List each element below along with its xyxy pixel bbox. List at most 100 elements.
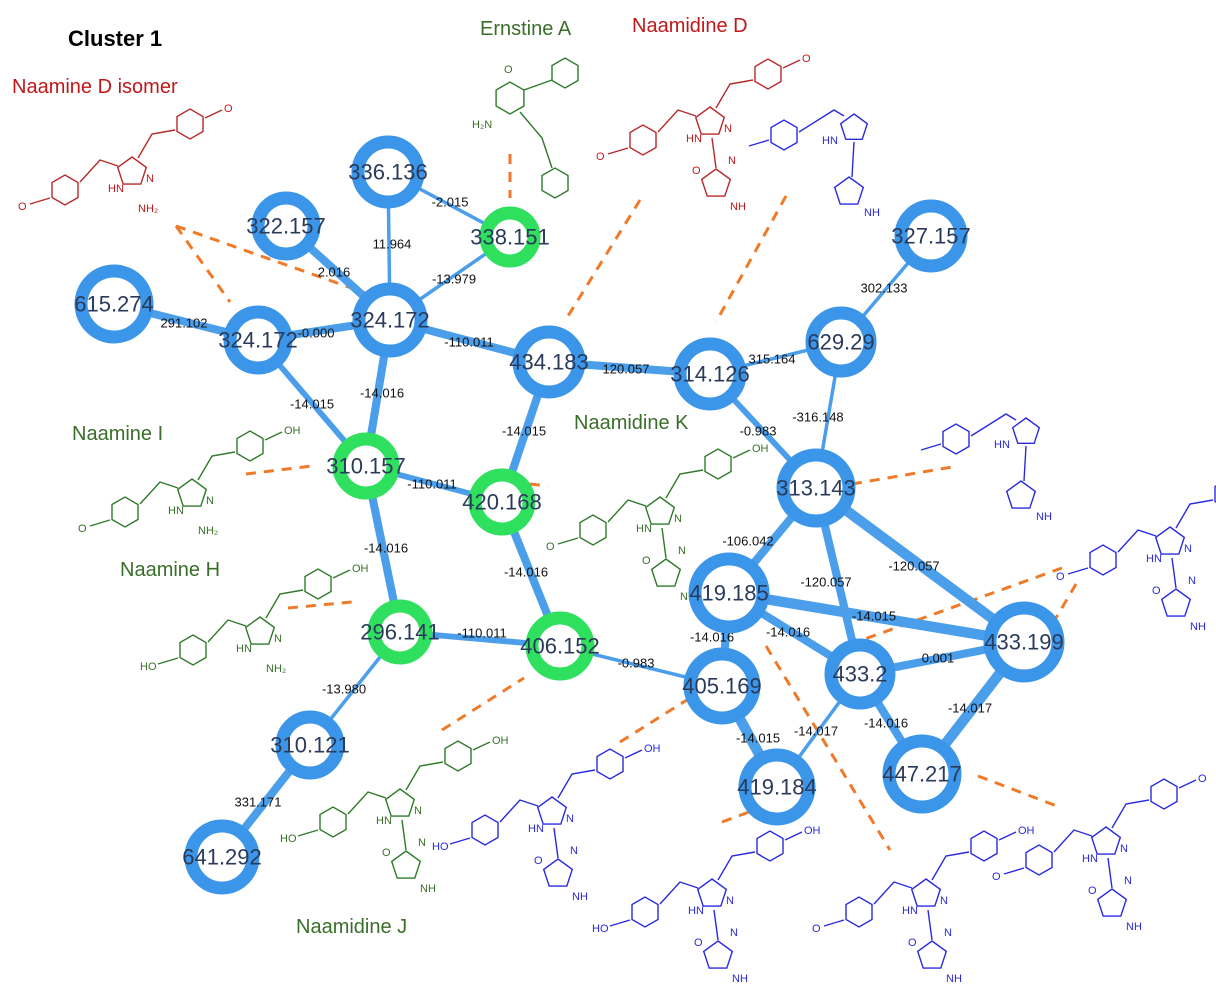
structure-blue-right-2-link [1171,557,1177,589]
structure-blue-bottom-4-left-o: O [992,871,1001,883]
structure-naamine-i-imidazole [176,478,208,507]
node-n324_172b[interactable] [352,282,428,358]
annotation-link-3 [566,199,642,317]
structure-naamidine-d-link [711,137,717,169]
edge-label-n296_141-n310_121: -13.980 [322,682,366,697]
structure-blue-top-ring [770,119,798,151]
node-n338_151[interactable] [479,206,541,268]
structure-naamine-i-ring-left [111,496,139,528]
node-n314_126[interactable] [673,337,747,411]
node-label-n433_199: 433.199 [984,630,1064,655]
node-n433_199[interactable] [983,601,1065,683]
structure-ernstine-a-amine: H₂N [472,119,492,131]
structure-blue-bottom-3-oxo: O [908,937,917,949]
edge-label-n310_121-n641_292: 331.171 [235,795,282,810]
node-n447_217[interactable] [882,734,962,814]
node-n313_143[interactable] [776,448,856,528]
node-n419_184[interactable] [738,748,816,826]
structure-naamidine-d-hn: HN [686,133,702,145]
edge-label-n310_157-n420_168: -110.011 [407,477,456,492]
structure-naamidine-k-bonds [557,449,751,545]
edge-label-n405_169-n419_184: -14.015 [736,731,780,746]
node-n296_141[interactable] [367,599,433,665]
structure-naamine-h-ring-left [179,634,207,666]
edge-label-n406_152-n405_169: -0.983 [618,656,655,671]
structure-ernstine-a-oxo: O [504,64,513,76]
node-label-n405_169: 405.169 [682,674,762,699]
node-label-n629_29: 629.29 [807,330,874,355]
node-label-n641_292: 641.292 [182,845,262,870]
node-n310_121[interactable] [275,710,345,780]
node-n327_157[interactable] [894,199,968,273]
node-n324_172a[interactable] [223,305,293,375]
node-n434_183[interactable] [512,325,586,399]
structure-naamidine-k-ring-left [579,514,607,546]
structure-blue-right-2-ring-left [1089,544,1117,576]
node-n336_136[interactable] [351,135,425,209]
edge-label-n434_183-n420_168: -14.015 [502,424,546,439]
edge-label-n419_185-n433_199: -14.015 [852,609,896,624]
structure-blue-right-2-imine-n: N [1188,575,1196,587]
edge-n419_185-n433_199 [723,587,1030,648]
structure-naamidine-k-imidazole [644,496,676,525]
structure-naamine-h-imidazole [244,616,276,645]
structure-blue-bottom-2-right-oh: OH [804,825,821,837]
structure-naamidine-d-n: N [724,123,732,135]
structure-blue-top-bonds [748,109,855,178]
annotation-link-0 [174,225,232,303]
node-n420_168[interactable] [468,468,536,536]
structure-blue-bottom-4-bonds [1003,779,1197,875]
structure-blue-bottom-1-ring-left [471,814,499,846]
structure-blue-right-1-imidazole [1011,417,1041,444]
node-n406_152[interactable] [525,611,595,681]
node-n615_274[interactable] [74,264,154,344]
node-n310_157[interactable] [332,432,400,500]
structure-naamine-d-isomer-ring-left [51,174,79,206]
structure-blue-right-1-hn: HN [994,439,1010,451]
structure-blue-bottom-4-imidazole [1090,826,1122,855]
edge-label-n314_126-n629_29: 315.164 [749,352,796,367]
compound-name-ernstine-a: Ernstine A [480,18,572,40]
structure-blue-right-2-ring-right [1214,485,1216,503]
structure-naamine-d-isomer-bonds [29,109,223,205]
edge-label-n629_29-n327_157: 302.133 [861,281,908,296]
structure-blue-bottom-2-ring-left [631,896,659,928]
node-n405_169[interactable] [683,647,761,725]
structure-naamidine-d-imidazole [694,106,726,135]
node-label-n313_143: 313.143 [776,476,856,501]
structure-naamidine-j-left-oh: HO [280,833,297,845]
node-label-n406_152: 406.152 [520,634,600,659]
edge-label-n310_157-n296_141: -14.016 [364,541,408,556]
structure-blue-right-1-bonds [920,413,1027,482]
structure-blue-bottom-1-link [553,827,559,859]
structure-naamidine-j-nh: NH [420,883,436,895]
node-n629_29[interactable] [805,306,877,378]
structure-naamine-i-n: N [206,495,214,507]
structure-naamine-d-isomer-nh2: NH₂ [138,203,158,215]
structure-blue-right-2-hn: HN [1146,553,1162,565]
structure-naamidine-d-right-o: O [802,53,811,65]
annotation-link-10 [287,600,353,610]
structure-ernstine-a-bonds [519,79,553,169]
structure-blue-bottom-2-nh: NH [732,973,748,985]
node-n433_2[interactable] [824,638,896,710]
structure-blue-bottom-4-imine-n: N [1124,875,1132,887]
node-label-n419_185: 419.185 [689,581,769,606]
node-n641_292[interactable] [184,819,260,895]
structure-naamidine-d-imine-n: N [728,155,736,167]
node-n322_157[interactable] [251,191,321,261]
edge-label-n433_2-n433_199: 0.001 [922,651,955,666]
structure-ernstine-a-pyrimidine [495,81,525,115]
edge-label-n296_141-n406_152: -110.011 [457,626,506,641]
node-n419_185[interactable] [688,552,770,634]
structure-naamidine-k-n: N [674,513,682,525]
structure-naamidine-k-ring-right [704,448,732,480]
network-edges [109,170,1030,862]
edge-n313_143-n433_199 [810,482,1030,648]
structure-naamidine-k-hn: HN [636,523,652,535]
structure-naamidine-j-ring-left [319,806,347,838]
compound-name-naamine-d-isomer: Naamine D isomer [12,76,178,98]
